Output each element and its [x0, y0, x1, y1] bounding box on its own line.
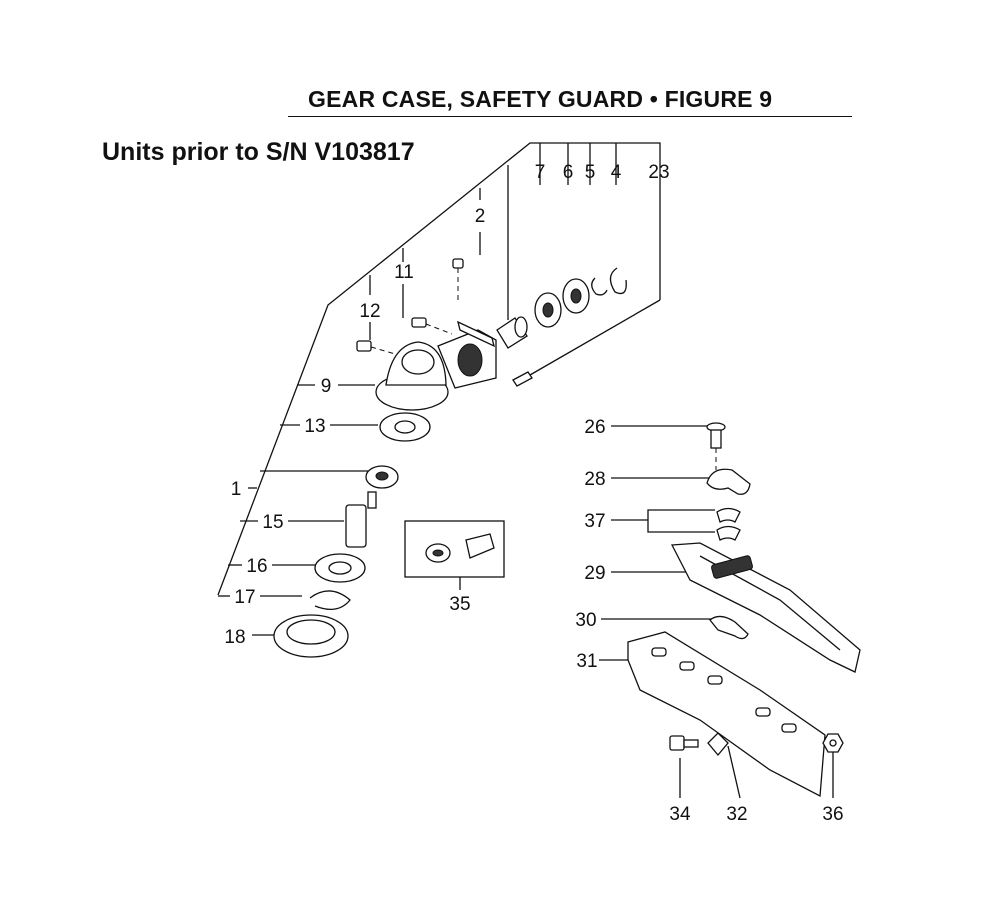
callout-13: 13 — [304, 416, 325, 437]
callout-17: 17 — [234, 587, 255, 608]
callout-34: 34 — [669, 804, 691, 825]
part-16-bearing — [314, 553, 366, 583]
part-36-nut — [822, 733, 844, 753]
part-5-4-circlips — [591, 267, 627, 296]
part-9-gear-case — [375, 320, 497, 411]
callout-4: 4 — [611, 162, 622, 183]
callout-23: 23 — [648, 162, 669, 183]
callout-16: 16 — [246, 556, 267, 577]
figure-title: GEAR CASE, SAFETY GUARD • FIGURE 9 — [308, 86, 773, 112]
part-11-bolt — [411, 317, 453, 335]
part-23-pin — [512, 371, 533, 387]
callout-37: 37 — [584, 511, 605, 532]
callout-28: 28 — [584, 469, 605, 490]
callout-18: 18 — [224, 627, 245, 648]
part-13-bearing — [379, 412, 431, 442]
part-15-shaft — [345, 491, 377, 548]
callout-11: 11 — [394, 262, 414, 283]
part-12-bolt — [356, 340, 403, 357]
part-18-cover — [273, 614, 349, 658]
callout-labels: 23 4 5 6 7 2 11 12 9 13 1 15 16 17 18 35… — [224, 162, 843, 825]
part-37-spacers — [716, 507, 741, 541]
callout-2: 2 — [475, 206, 486, 227]
bracket-lines — [217, 142, 661, 636]
serial-note: Units prior to S/N V103817 — [102, 138, 415, 166]
part-34-bolt — [669, 735, 699, 751]
part-7-pinion — [496, 316, 528, 349]
kit-35-box — [404, 520, 505, 590]
callout-7: 7 — [535, 162, 546, 183]
part-2-screw — [452, 258, 464, 300]
callout-32: 32 — [726, 804, 747, 825]
part-17-circlip — [309, 590, 351, 611]
part-32-washer — [707, 732, 729, 757]
callout-1: 1 — [231, 479, 242, 500]
callout-9: 9 — [321, 376, 332, 397]
title-underline — [288, 116, 852, 117]
callout-5: 5 — [585, 162, 596, 183]
part-26-screw — [706, 422, 726, 470]
callout-6: 6 — [563, 162, 574, 183]
callout-26: 26 — [584, 417, 605, 438]
callout-29: 29 — [584, 563, 605, 584]
callout-12: 12 — [359, 301, 380, 322]
part-31-guard — [627, 631, 826, 798]
callout-15: 15 — [262, 512, 283, 533]
part-gear-wheel — [365, 465, 399, 489]
callout-31: 31 — [576, 651, 597, 672]
callout-35: 35 — [449, 594, 470, 615]
part-30-plate — [709, 615, 749, 640]
part-28-clamp — [706, 468, 751, 495]
part-6-bearing — [534, 278, 590, 328]
callout-30: 30 — [575, 610, 596, 631]
callout-36: 36 — [822, 804, 843, 825]
part-29-guard-bracket — [670, 542, 861, 673]
gear-case-parts — [273, 258, 627, 658]
safety-guard-parts — [599, 422, 861, 799]
